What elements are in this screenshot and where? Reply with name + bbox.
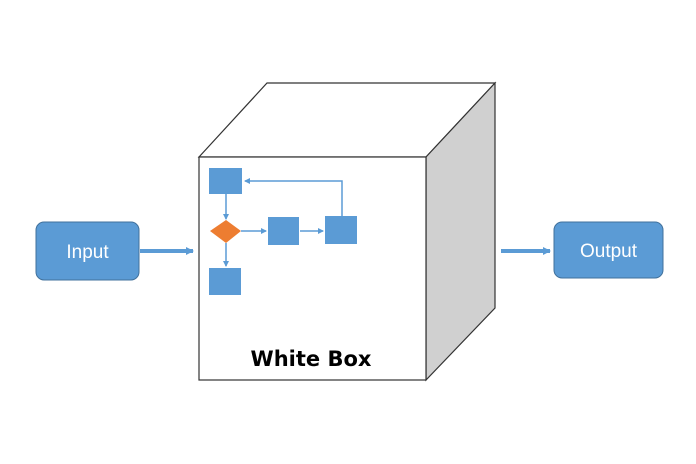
- input-node: Input: [35, 221, 140, 281]
- input-label: Input: [66, 242, 109, 263]
- flow-decision-diamond: [210, 220, 241, 243]
- flow-process-top: [209, 168, 242, 194]
- flow-connector-loop-back: [244, 178, 343, 216]
- flow-process-bottom: [209, 268, 241, 295]
- flow-process-right: [325, 216, 357, 244]
- output-node: Output: [553, 221, 664, 279]
- box-label: White Box: [251, 347, 372, 371]
- output-label: Output: [580, 241, 638, 262]
- internal-flowchart: [209, 168, 357, 295]
- flow-process-middle: [268, 217, 299, 245]
